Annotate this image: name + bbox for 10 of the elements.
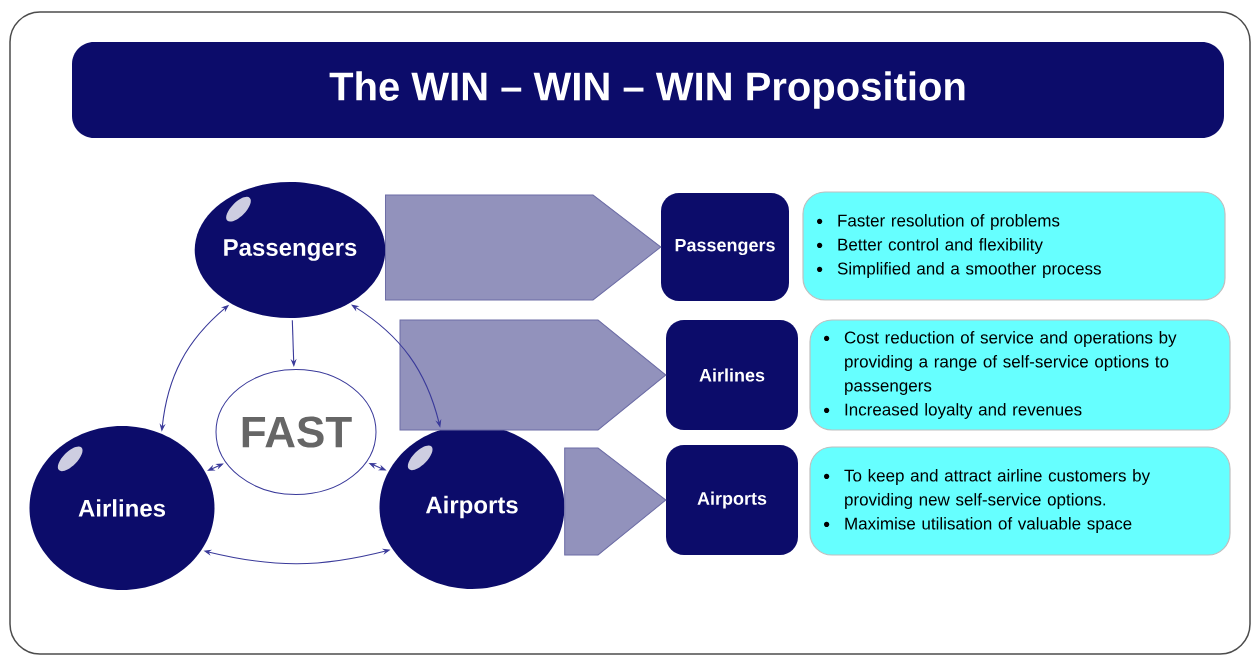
- label-box: Airports: [666, 445, 798, 555]
- chevron-arrow: [385, 194, 662, 301]
- title-bar: The WIN – WIN – WIN Proposition: [72, 42, 1224, 138]
- bullet-list-box: To keep and attract airline customers by providing new self-service options. Maximise utilisation of valuable space: [809, 446, 1231, 556]
- bullet-list-box: Faster resolution of problems Better control and flexibility Simplified and a smoother process: [802, 191, 1226, 301]
- chevron-arrow: [399, 319, 667, 431]
- bullet-list-box: Cost reduction of service and operations by providing a range of self-service options to passengers Increased loyalty and revenues: [809, 319, 1231, 431]
- label-box: Airlines: [666, 320, 798, 430]
- chevron-arrow: [564, 447, 667, 556]
- label-box: Passengers: [661, 193, 789, 301]
